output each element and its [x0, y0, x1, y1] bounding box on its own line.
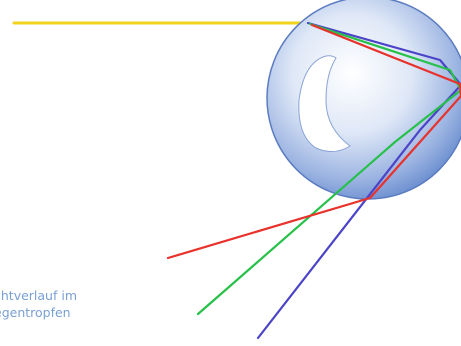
caption-line-2: egentropfen: [0, 305, 71, 320]
green-ray: [196, 22, 461, 316]
red-ray: [166, 23, 461, 260]
diagram-caption: chtverlauf im egentropfen: [0, 287, 174, 321]
caption-line-1: chtverlauf im: [0, 288, 78, 303]
raindrop-highlight: [298, 55, 351, 152]
